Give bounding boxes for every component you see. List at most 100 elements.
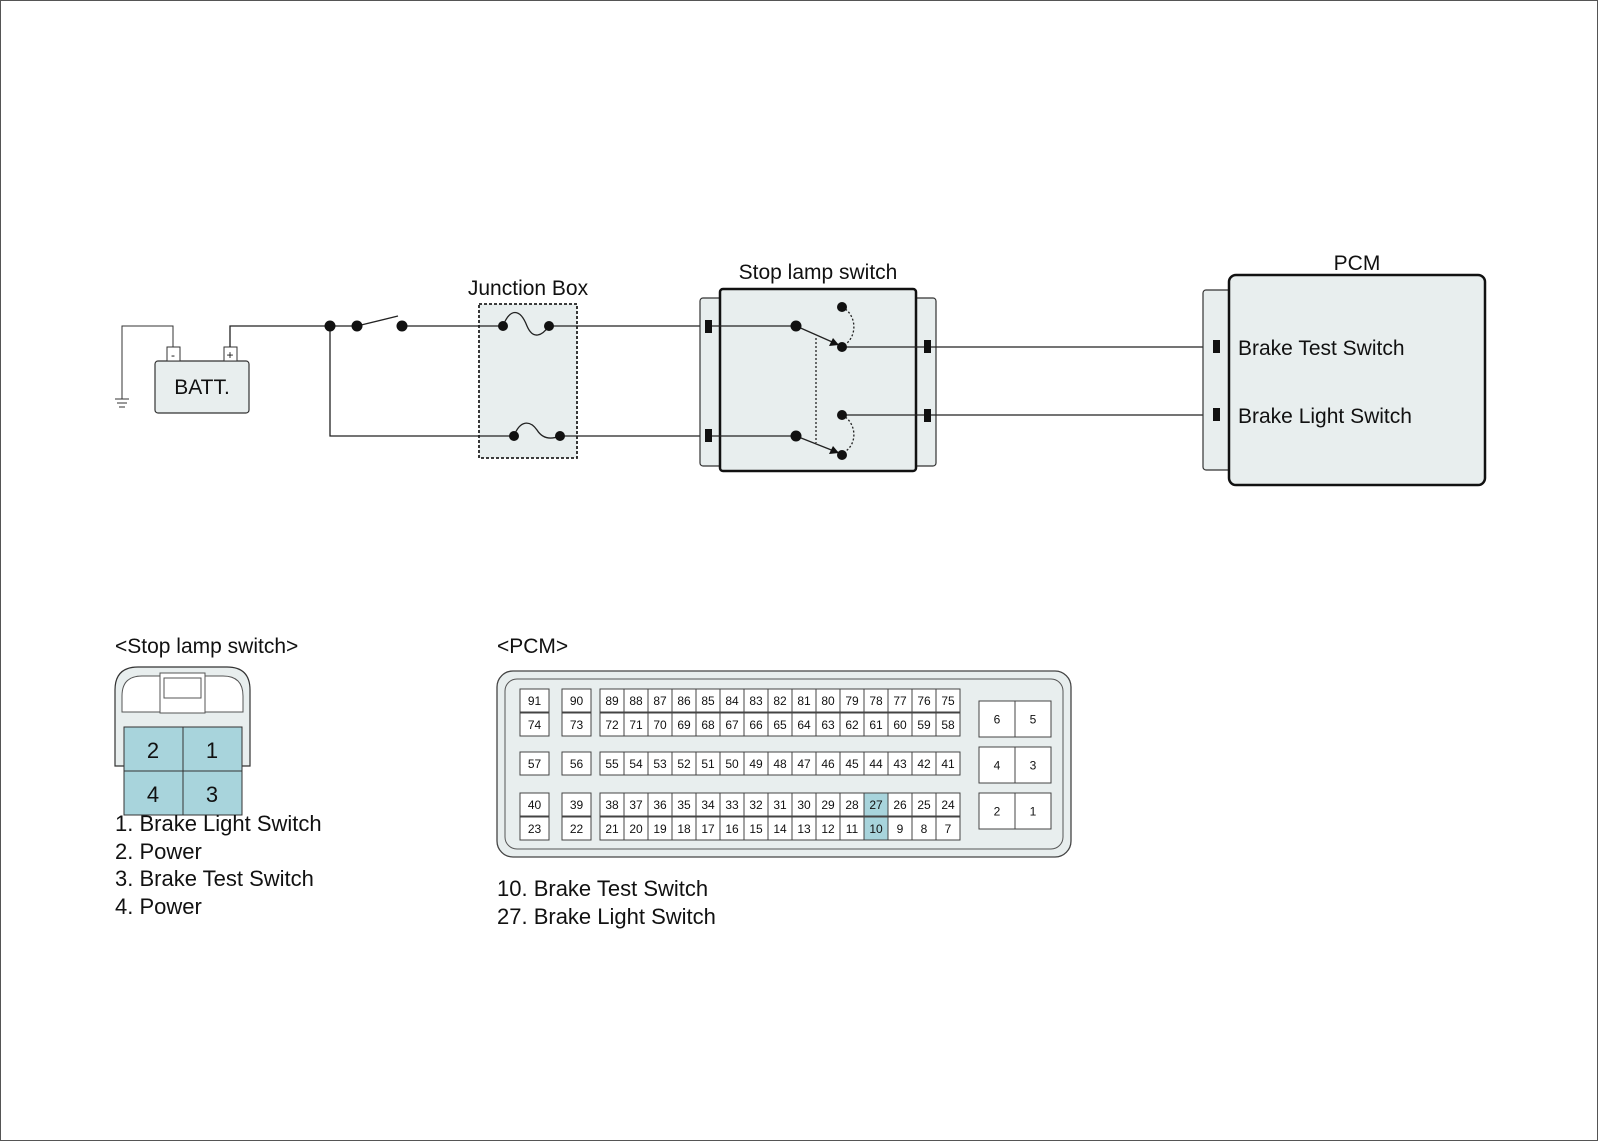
pcm-pin-label: 63 xyxy=(821,718,835,732)
pcm-pin-label: 45 xyxy=(845,757,859,771)
pcm-pin-label: 48 xyxy=(773,757,787,771)
pcm-pin xyxy=(935,792,961,817)
legend-item: 2. Power xyxy=(115,838,202,864)
pcm-pin-label: 29 xyxy=(821,798,835,812)
pcm-input-brake-light: Brake Light Switch xyxy=(1238,405,1412,428)
pcm-pin-label: 53 xyxy=(653,757,667,771)
pcm-pin-label: 49 xyxy=(749,757,763,771)
pcm-pin-label: 77 xyxy=(893,694,907,708)
battery-label: BATT. xyxy=(174,376,230,399)
pcm-pin-label: 68 xyxy=(701,718,715,732)
pcm-pin-label: 78 xyxy=(869,694,883,708)
pcm-pin-label: 41 xyxy=(941,757,955,771)
pcm-pin-label: 25 xyxy=(917,798,931,812)
pcm-pin-label: 54 xyxy=(629,757,643,771)
pcm-pin-label: 16 xyxy=(725,822,739,836)
pcm-pin xyxy=(519,792,550,817)
pcm-input-brake-test: Brake Test Switch xyxy=(1238,337,1405,360)
pin-label: 3 xyxy=(206,782,218,807)
pcm-pin xyxy=(561,712,592,737)
pcm-pin-label: 65 xyxy=(773,718,787,732)
pcm-pin-label: 74 xyxy=(528,718,542,732)
pcm-pin-label: 14 xyxy=(773,822,787,836)
pcm-pin-label: 20 xyxy=(629,822,643,836)
switch-to-pcm-wiring xyxy=(931,346,1216,416)
battery-negative-terminal: - xyxy=(171,348,175,362)
pcm-pin xyxy=(519,688,550,713)
pcm-pin-label: 83 xyxy=(749,694,763,708)
stop-lamp-pin-legend: 1. Brake Light Switch 2. Power 3. Brake … xyxy=(115,810,322,920)
junction-to-switch-wiring xyxy=(577,325,700,437)
pcm-pin-label: 4 xyxy=(994,759,1001,773)
pcm-pin-label: 55 xyxy=(605,757,619,771)
pcm-module: PCM Brake Test Switch Brake Light Switch xyxy=(1202,252,1487,487)
pcm-pin xyxy=(519,751,550,776)
pcm-pin-label: 36 xyxy=(653,798,667,812)
pcm-pin-label: 34 xyxy=(701,798,715,812)
pcm-pin-label: 13 xyxy=(797,822,811,836)
legend-item: 4. Power xyxy=(115,893,202,919)
pcm-pin-label: 33 xyxy=(725,798,739,812)
pcm-pin-label: 40 xyxy=(528,798,542,812)
pcm-pin-label: 91 xyxy=(528,694,542,708)
pcm-pin-label: 35 xyxy=(677,798,691,812)
pcm-pin-label: 70 xyxy=(653,718,667,732)
pcm-pin-label: 81 xyxy=(797,694,811,708)
stop-lamp-connector-title: <Stop lamp switch> xyxy=(115,635,298,658)
pcm-pin-label: 89 xyxy=(605,694,619,708)
pcm-pin-label: 32 xyxy=(749,798,763,812)
pcm-pin-legend: 10. Brake Test Switch 27. Brake Light Sw… xyxy=(497,875,716,930)
pcm-pin-label: 64 xyxy=(797,718,811,732)
pcm-pin-label: 28 xyxy=(845,798,859,812)
ignition-switch-icon xyxy=(324,320,408,332)
pcm-pin xyxy=(1014,700,1052,738)
pcm-pin-label: 66 xyxy=(749,718,763,732)
pcm-pin-label: 69 xyxy=(677,718,691,732)
pcm-pin-label: 86 xyxy=(677,694,691,708)
pcm-pin-label: 72 xyxy=(605,718,619,732)
pcm-pin xyxy=(1014,746,1052,784)
pcm-pin-label: 30 xyxy=(797,798,811,812)
pcm-pin-label: 47 xyxy=(797,757,811,771)
pcm-pin-label: 73 xyxy=(570,718,584,732)
pin-label: 1 xyxy=(206,738,218,763)
pcm-pin-label: 51 xyxy=(701,757,715,771)
pcm-pin-label: 61 xyxy=(869,718,883,732)
pcm-pin-label: 87 xyxy=(653,694,667,708)
pcm-pin xyxy=(519,712,550,737)
pcm-pin-label: 2 xyxy=(994,805,1001,819)
pcm-pin xyxy=(561,816,592,841)
legend-item: 27. Brake Light Switch xyxy=(497,903,716,929)
pcm-pin-label: 10 xyxy=(869,822,883,836)
pcm-pin-label: 46 xyxy=(821,757,835,771)
pcm-pin-label: 24 xyxy=(941,798,955,812)
pcm-pin-label: 75 xyxy=(941,694,955,708)
stop-lamp-switch-title: Stop lamp switch xyxy=(739,261,898,284)
pcm-pin-label: 1 xyxy=(1030,805,1037,819)
pcm-pin-label: 22 xyxy=(570,822,584,836)
pcm-pin-label: 76 xyxy=(917,694,931,708)
legend-item: 1. Brake Light Switch xyxy=(115,811,322,836)
pcm-pin-label: 17 xyxy=(701,822,715,836)
pcm-pin-label: 38 xyxy=(605,798,619,812)
junction-box: Junction Box xyxy=(468,277,589,459)
pcm-pin xyxy=(561,688,592,713)
pcm-pin-label: 82 xyxy=(773,694,787,708)
ground-icon xyxy=(115,325,174,408)
pcm-pin-label: 71 xyxy=(629,718,643,732)
power-wiring xyxy=(229,315,479,437)
pcm-pin xyxy=(935,712,961,737)
pcm-pin-label: 44 xyxy=(869,757,883,771)
pcm-pin-label: 11 xyxy=(846,822,859,836)
pcm-pin-label: 26 xyxy=(893,798,907,812)
pcm-pin xyxy=(561,751,592,776)
stop-lamp-connector: 2 1 4 3 xyxy=(114,666,251,816)
pcm-pin-label: 31 xyxy=(773,798,787,812)
pcm-pin-label: 12 xyxy=(821,822,835,836)
pcm-pin xyxy=(935,751,961,776)
pcm-pin-label: 27 xyxy=(869,798,883,812)
